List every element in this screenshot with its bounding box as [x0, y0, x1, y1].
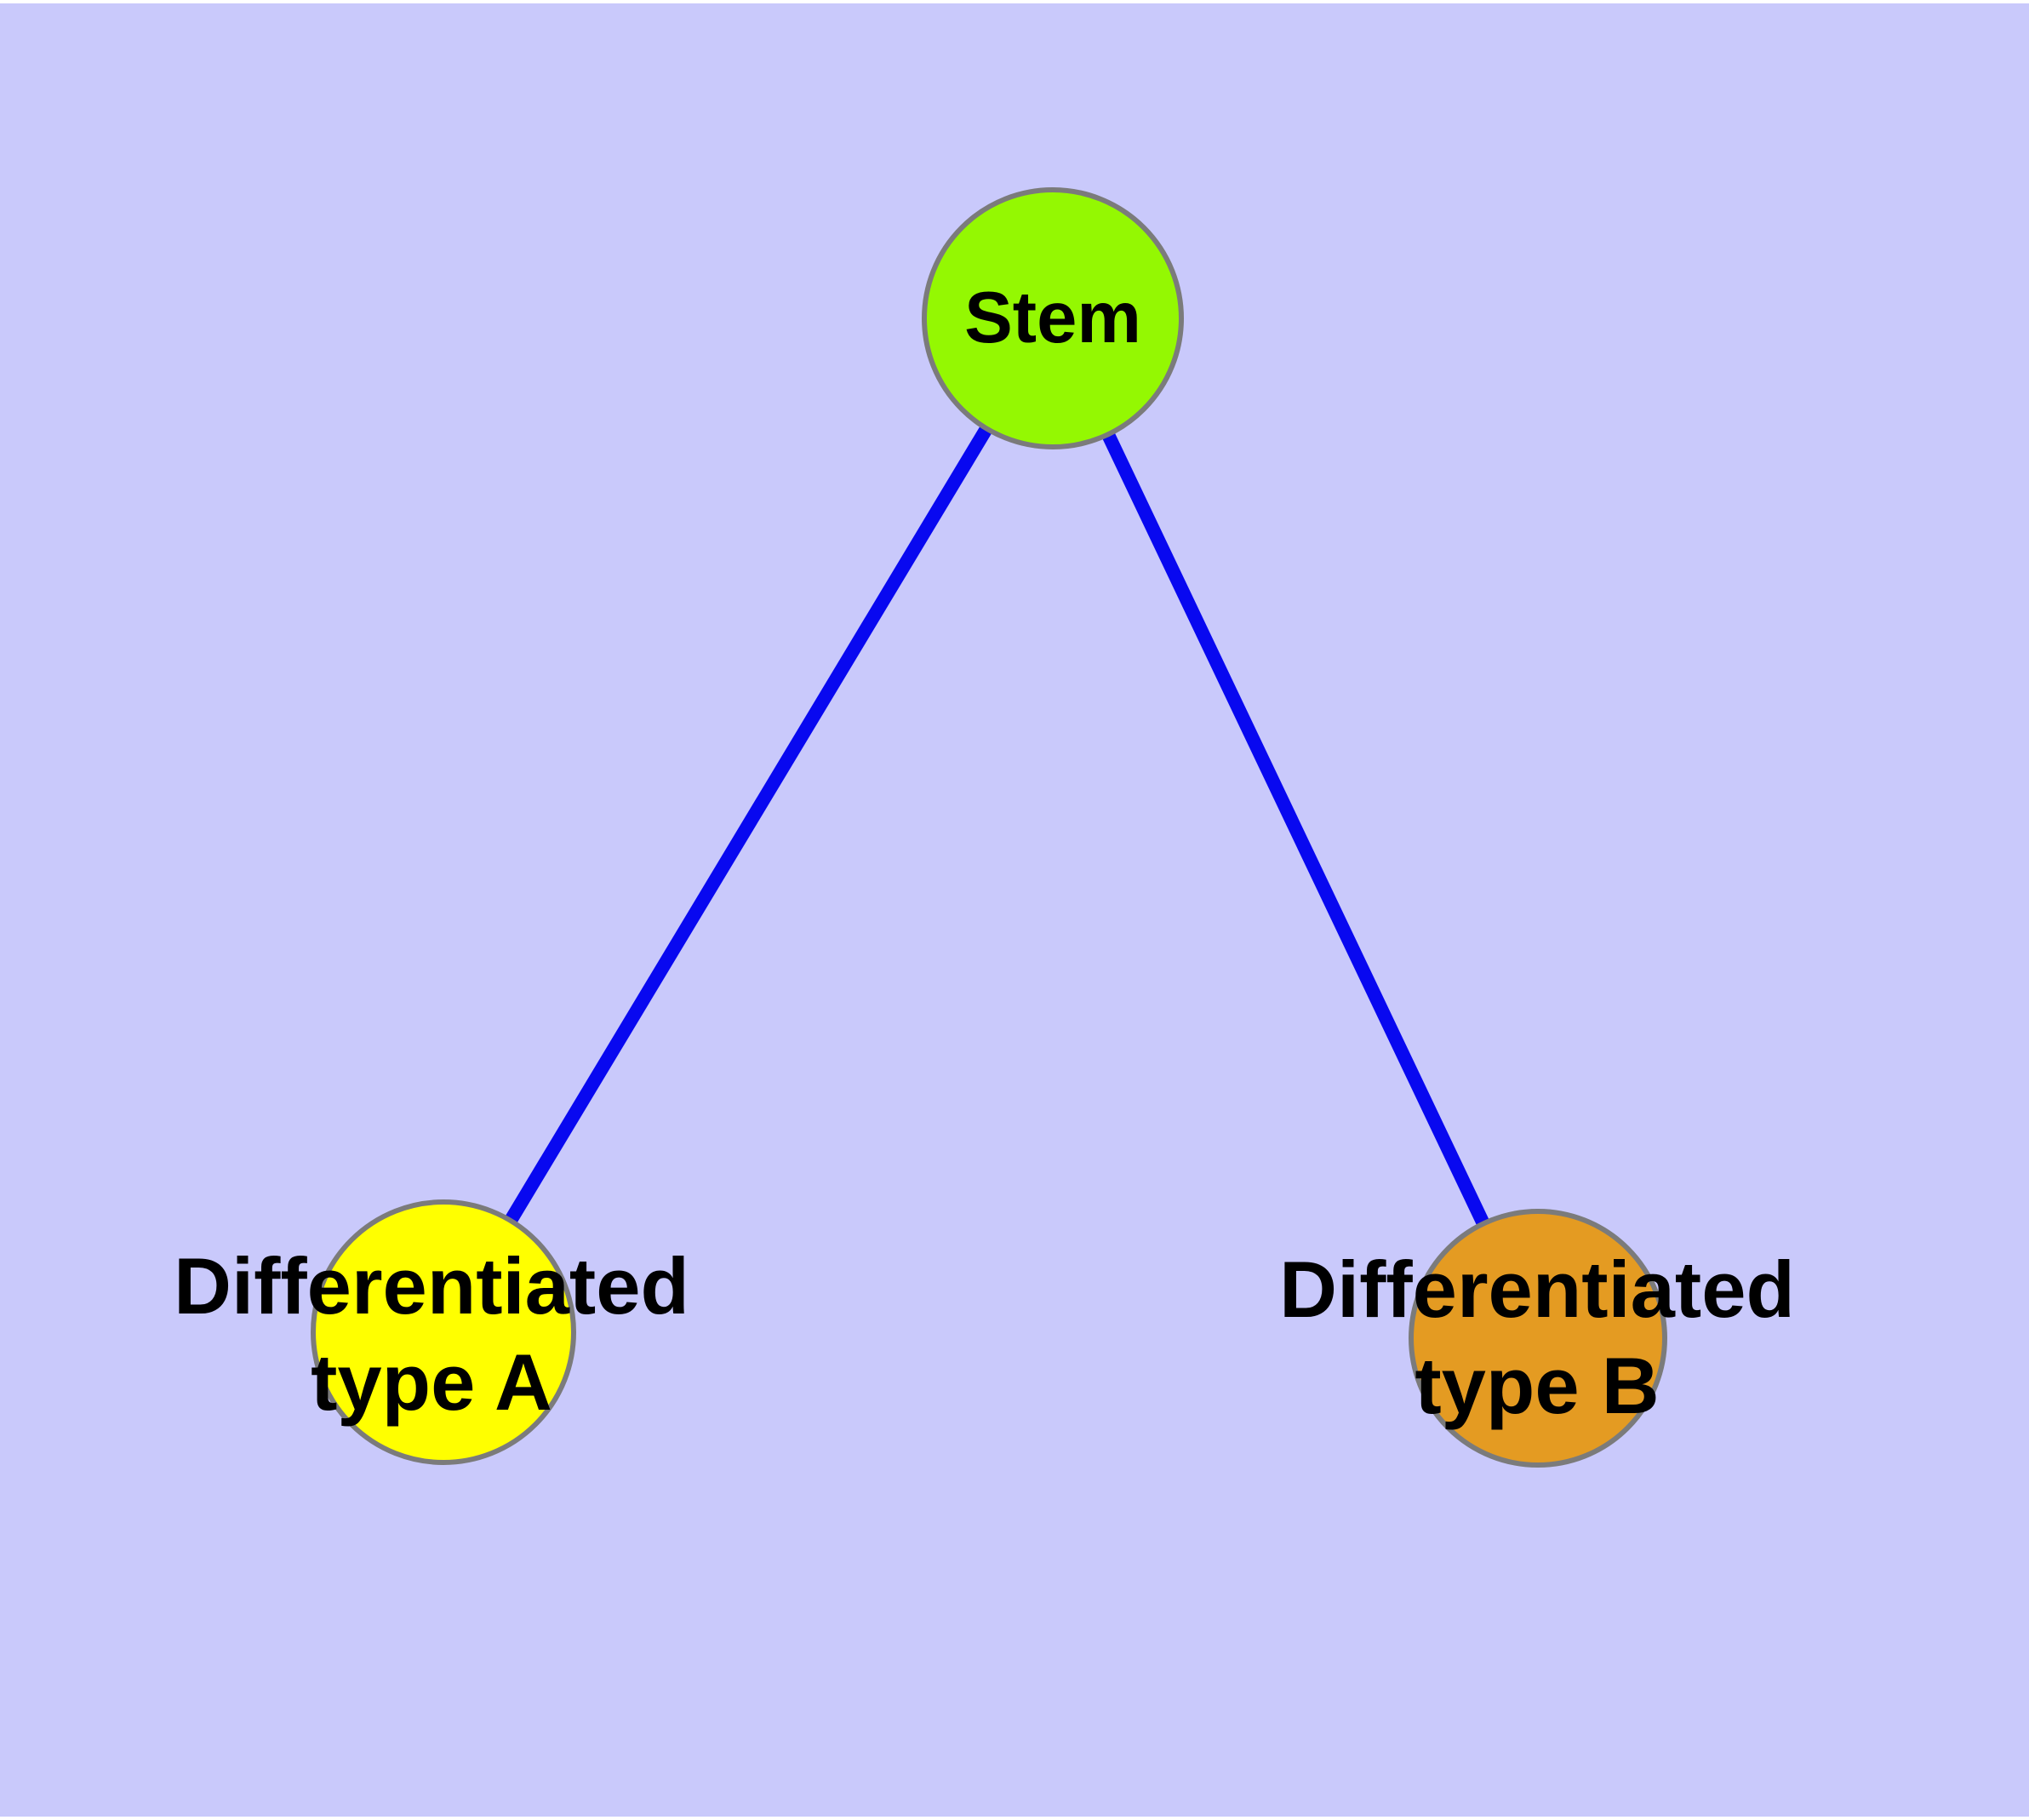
node-type-b-label-line1: Differentiated	[1279, 1245, 1795, 1335]
node-type-a-label-line2: type A	[311, 1337, 552, 1427]
node-type-a-label-line1: Differentiated	[174, 1241, 689, 1331]
node-stem-label: Stem	[964, 278, 1141, 358]
node-type-b-label: Differentiated type B	[1279, 1242, 1795, 1434]
node-type-a-label: Differentiated type A	[174, 1239, 689, 1431]
node-type-b-circle	[1409, 1209, 1667, 1468]
edge-stem-to-type-b	[1046, 315, 1545, 1342]
edge-stem-to-type-a	[437, 314, 1059, 1336]
node-type-a-circle	[311, 1199, 576, 1465]
node-stem-circle	[922, 187, 1184, 449]
node-type-b-label-line2: type B	[1415, 1341, 1660, 1430]
